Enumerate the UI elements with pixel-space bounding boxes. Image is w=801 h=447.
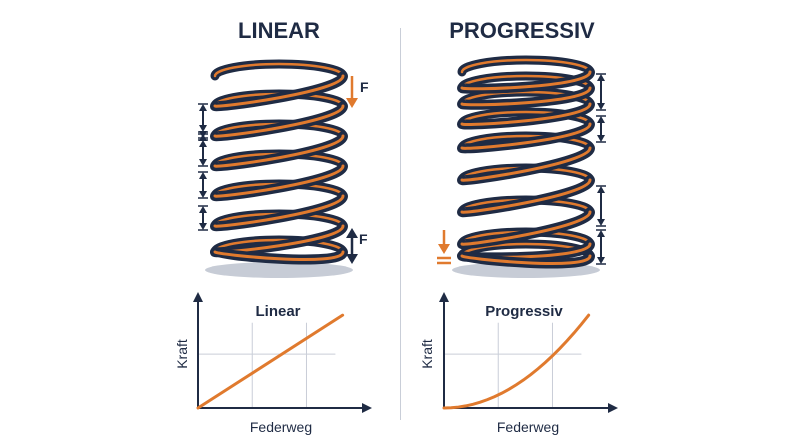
- coil-back-highlight: [213, 238, 345, 254]
- coil-front-highlight: [460, 146, 592, 182]
- coil-back: [210, 59, 348, 81]
- spacing-arrow-head: [597, 135, 605, 142]
- series-line: [442, 313, 591, 410]
- left-panel-title: LINEAR: [238, 18, 320, 43]
- coil-front-highlight: [213, 74, 345, 108]
- force-label-top: F: [360, 79, 369, 95]
- coil-front-highlight: [460, 102, 592, 126]
- spacing-arrow-head: [597, 219, 605, 226]
- spacing-arrow-head: [199, 125, 207, 132]
- coil-front-highlight: [213, 104, 345, 138]
- progressive-spacing-arrows: [596, 73, 606, 265]
- linear-spacing-arrows: [198, 103, 208, 231]
- progressive-chart-ylabel: Kraft: [419, 339, 435, 369]
- x-axis-arrow: [362, 403, 372, 413]
- spring-shadow: [205, 262, 353, 278]
- coil-front-highlight: [460, 254, 592, 265]
- linear-chart: [193, 292, 372, 413]
- progressive-chart: [439, 292, 618, 413]
- spacing-arrow-head: [199, 206, 207, 213]
- spacing-arrow-head: [597, 116, 605, 123]
- coil-back-highlight: [460, 58, 592, 74]
- right-panel-title: PROGRESSIV: [449, 18, 595, 43]
- coil-back-highlight: [213, 62, 345, 78]
- progressive-chart-title: Progressiv: [485, 303, 563, 320]
- linear-spring: [205, 59, 353, 278]
- force-arrow-bottom: [346, 228, 358, 264]
- y-axis-arrow: [439, 292, 449, 302]
- panel-divider: [400, 28, 401, 420]
- linear-chart-ylabel: Kraft: [174, 339, 190, 369]
- spacing-arrow-head: [597, 74, 605, 81]
- coil-front-highlight: [460, 178, 592, 214]
- coil-front-highlight: [460, 86, 592, 107]
- coil-front-highlight: [460, 70, 592, 91]
- coil-front-highlight: [213, 194, 345, 228]
- progressive-spring: [452, 55, 600, 278]
- coil-back: [457, 55, 595, 77]
- force-arrow-top: [346, 76, 358, 108]
- spacing-arrow-head: [199, 223, 207, 230]
- force-label-bottom: F: [359, 231, 368, 247]
- spacing-arrow-head: [199, 104, 207, 111]
- spacing-arrow-head: [199, 140, 207, 147]
- coil-front-highlight: [213, 134, 345, 168]
- coil-front-highlight: [460, 122, 592, 150]
- series-line: [196, 313, 345, 410]
- coil-back-highlight: [460, 134, 592, 150]
- x-axis-arrow: [608, 403, 618, 413]
- progressive-force-arrow: [437, 230, 451, 265]
- spacing-arrow-head: [597, 257, 605, 264]
- spacing-arrow-head: [199, 191, 207, 198]
- spacing-arrow-head: [597, 230, 605, 237]
- coil-front-highlight: [213, 164, 345, 198]
- spacing-arrow-head: [199, 172, 207, 179]
- coil-back-highlight: [460, 110, 592, 126]
- coil-front-highlight: [213, 250, 345, 261]
- y-axis-arrow: [193, 292, 203, 302]
- coil-front-highlight: [460, 210, 592, 246]
- linear-chart-title: Linear: [255, 303, 300, 320]
- spacing-arrow-head: [597, 103, 605, 110]
- linear-chart-xlabel: Federweg: [250, 419, 312, 435]
- spacing-arrow-head: [199, 159, 207, 166]
- progressive-chart-xlabel: Federweg: [497, 419, 559, 435]
- spacing-arrow-head: [597, 186, 605, 193]
